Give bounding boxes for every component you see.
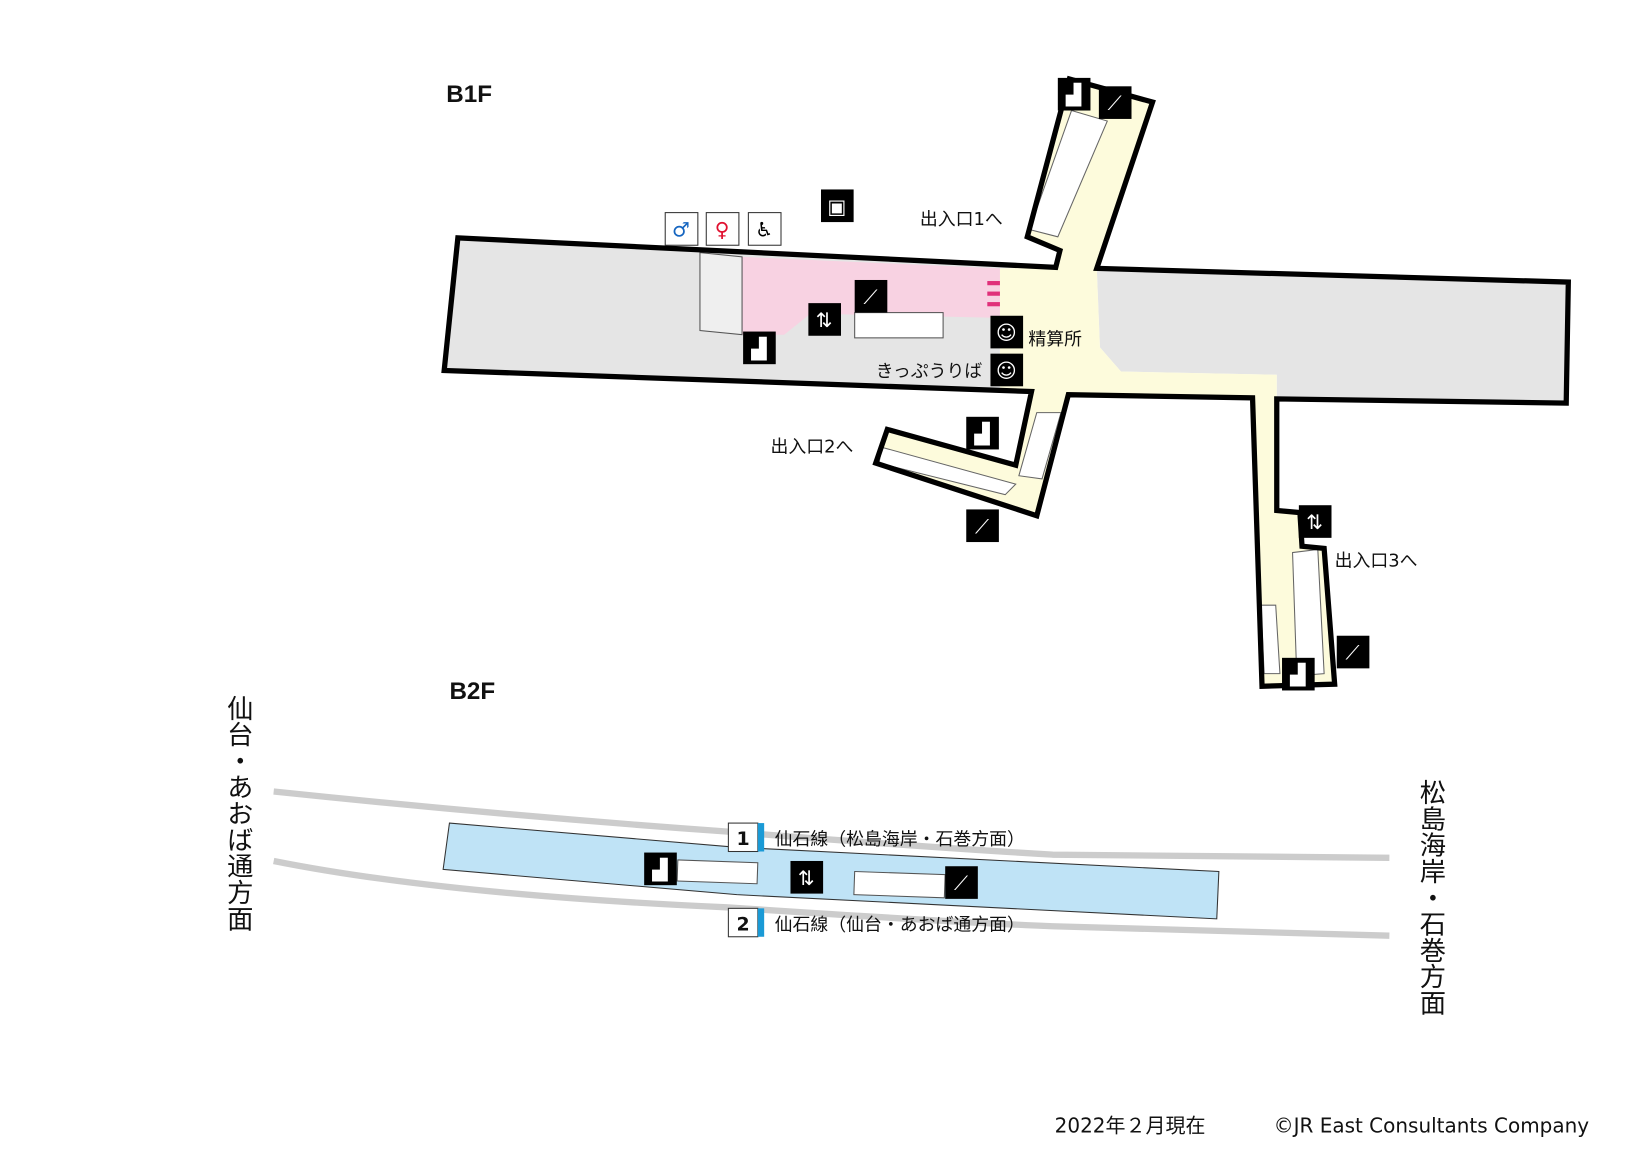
- exit3-stairs: [1292, 548, 1325, 677]
- escalator-icon: ⟋: [1098, 86, 1132, 119]
- ticket-machine-icon: ☺: [990, 353, 1024, 387]
- track-2: [273, 857, 1390, 939]
- platform-2-label: 仙石線（仙台・あおば通方面）: [775, 914, 1025, 935]
- footer-date: 2022年２月現在: [1055, 1114, 1206, 1138]
- direction-right-label: 松島海岸・石巻方面: [1414, 779, 1445, 1016]
- escalator-icon: ⟋: [854, 279, 888, 313]
- escalator-icon: ⟋: [966, 509, 999, 543]
- paid-area: [875, 78, 1335, 687]
- svg-text:▟: ▟: [1290, 663, 1306, 687]
- platform-2-number: 2: [737, 913, 750, 935]
- direction-left-label: 仙台・あおば通方面: [222, 695, 253, 932]
- floor-label-b2f: B2F: [449, 678, 495, 705]
- svg-text:▟: ▟: [974, 422, 990, 446]
- toilet-male-icon: ♂: [664, 212, 699, 246]
- escalator-icon: ⟋: [945, 866, 978, 899]
- svg-text:♀: ♀: [715, 217, 730, 241]
- concourse-gray-right: [1096, 268, 1569, 404]
- svg-text:☺: ☺: [996, 321, 1017, 345]
- exit1-stairs: [1028, 109, 1109, 238]
- elevator-icon: ⇅: [1298, 505, 1332, 538]
- escalator-icon: ⟋: [1336, 635, 1370, 669]
- svg-text:⟋: ⟋: [1108, 91, 1122, 115]
- fare-adjustment-label: 精算所: [1028, 329, 1082, 350]
- fare-adjustment-icon: ☺: [990, 315, 1024, 349]
- track-1: [273, 788, 1390, 861]
- stairs-icon: ▟: [644, 852, 677, 886]
- stairs-icon: ▟: [966, 416, 999, 450]
- platform-2-marker: 2: [727, 907, 765, 938]
- exit3-label: 出入口3へ: [1335, 550, 1418, 571]
- svg-text:▟: ▟: [751, 336, 767, 360]
- restroom-block: [699, 252, 743, 336]
- platform-1-label: 仙石線（松島海岸・石巻方面）: [775, 829, 1025, 850]
- exit1-label: 出入口1へ: [920, 209, 1003, 230]
- svg-text:⟋: ⟋: [863, 285, 877, 309]
- exit2-escalator: [1018, 412, 1062, 480]
- svg-text:☺: ☺: [996, 358, 1017, 382]
- toilet-female-icon: ♀: [705, 212, 740, 246]
- svg-text:⟋: ⟋: [1346, 641, 1360, 665]
- svg-text:▟: ▟: [1066, 83, 1082, 107]
- gate-marks: [987, 281, 1000, 307]
- ticket-sales-label: きっぷうりば: [876, 361, 983, 382]
- elevator-icon: ⇅: [790, 860, 824, 894]
- elevator-icon: ⇅: [808, 303, 841, 336]
- svg-text:⟋: ⟋: [975, 514, 989, 538]
- svg-text:♂: ♂: [672, 217, 690, 241]
- platform-1-number: 1: [737, 828, 750, 850]
- svg-text:⟋: ⟋: [954, 871, 968, 895]
- accessible-toilet-icon: ♿: [747, 212, 782, 246]
- floor-label-b1f: B1F: [446, 81, 492, 108]
- stairs-icon: ▟: [1057, 77, 1091, 111]
- footer-copyright: ©JR East Consultants Company: [1274, 1114, 1590, 1138]
- svg-text:⇅: ⇅: [816, 308, 833, 332]
- platform-1-marker: 1: [727, 822, 765, 853]
- svg-text:⇅: ⇅: [1306, 510, 1323, 534]
- platform-escalator: [853, 870, 946, 899]
- svg-text:⇅: ⇅: [798, 866, 815, 890]
- coin-locker-icon: ▣: [821, 189, 854, 223]
- platform-stairs: [676, 859, 759, 885]
- svg-text:▟: ▟: [652, 857, 668, 881]
- svg-text:♿: ♿: [755, 217, 773, 241]
- exit2-label: 出入口2へ: [770, 437, 853, 458]
- stairs-icon: ▟: [743, 331, 776, 365]
- svg-text:▣: ▣: [827, 194, 846, 218]
- stairs-block: [854, 312, 944, 339]
- stairs-icon: ▟: [1282, 657, 1315, 691]
